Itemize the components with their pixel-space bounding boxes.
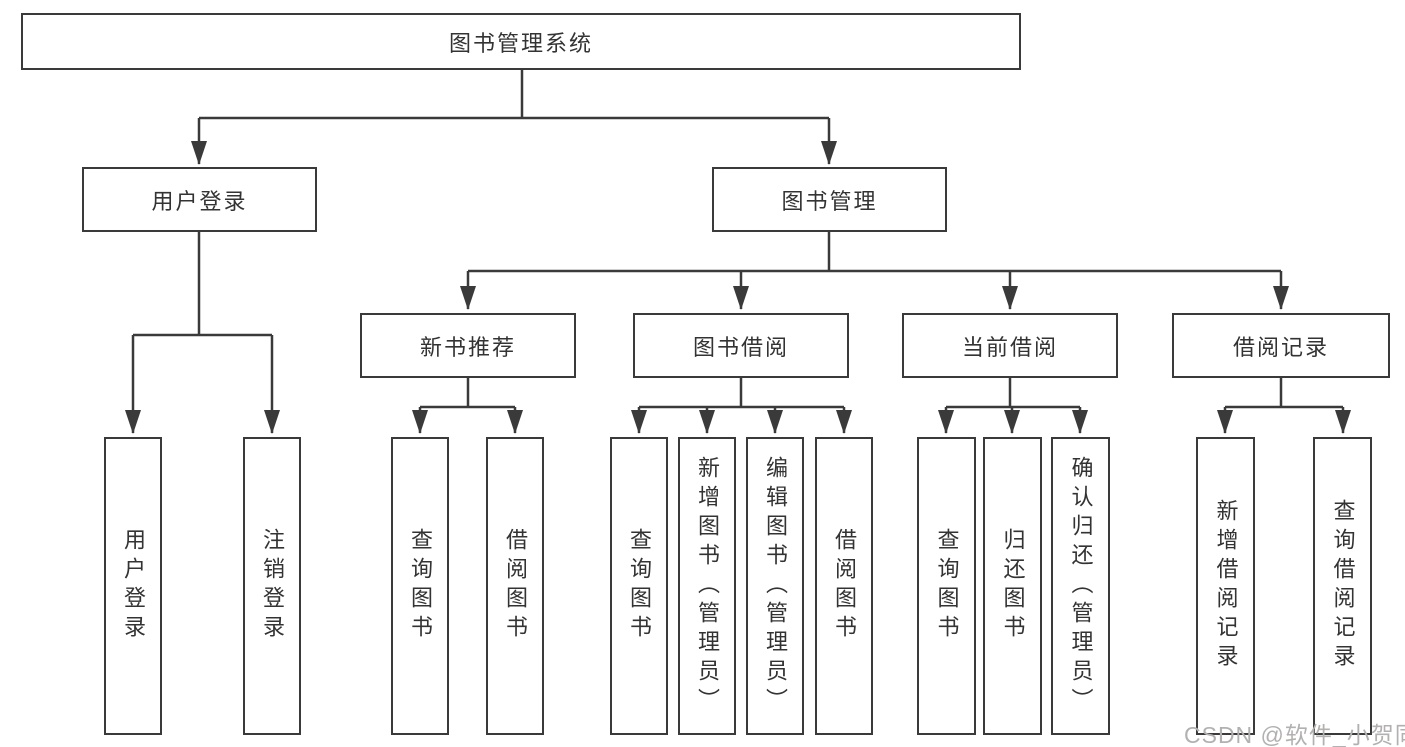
- leaf-borrow-query-books: 查询图书: [610, 437, 668, 735]
- node-book-borrow: 图书借阅: [633, 313, 849, 378]
- leaf-confirm-return-admin: 确认归还（管理员）: [1051, 437, 1110, 735]
- leaf-add-borrow-record: 新增借阅记录: [1196, 437, 1255, 735]
- node-borrow-record: 借阅记录: [1172, 313, 1390, 378]
- node-user-login: 用户登录: [82, 167, 317, 232]
- leaf-query-borrow-record: 查询借阅记录: [1313, 437, 1372, 735]
- node-book-management: 图书管理: [712, 167, 947, 232]
- leaf-recommend-borrow-books: 借阅图书: [486, 437, 544, 735]
- leaf-borrow-books: 借阅图书: [815, 437, 873, 735]
- node-current-borrow: 当前借阅: [902, 313, 1118, 378]
- leaf-edit-book-admin: 编辑图书（管理员）: [746, 437, 804, 735]
- csdn-watermark: CSDN @软件_小贺同学: [1184, 722, 1405, 747]
- leaf-user-login: 用户登录: [104, 437, 162, 735]
- leaf-return-books: 归还图书: [983, 437, 1042, 735]
- leaf-recommend-query-books: 查询图书: [391, 437, 449, 735]
- leaf-current-query-books: 查询图书: [917, 437, 976, 735]
- node-root-library-system: 图书管理系统: [21, 13, 1021, 70]
- leaf-logout: 注销登录: [243, 437, 301, 735]
- node-new-book-recommend: 新书推荐: [360, 313, 576, 378]
- leaf-add-book-admin: 新增图书（管理员）: [678, 437, 736, 735]
